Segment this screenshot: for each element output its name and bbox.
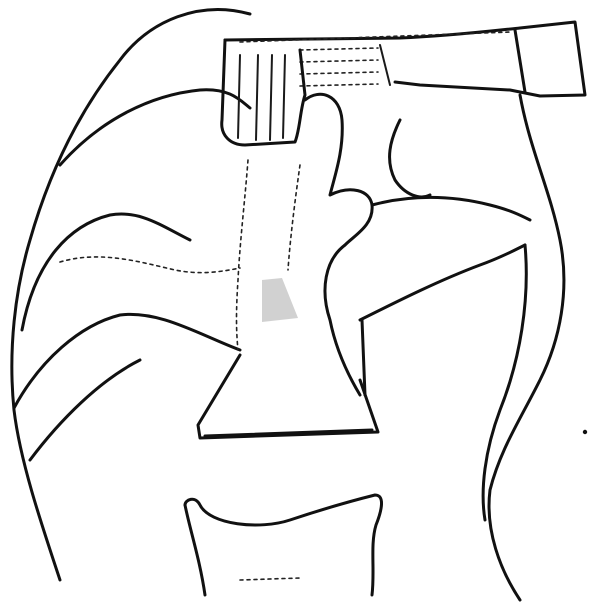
- lower-dots: [240, 578, 300, 580]
- lower-fold-line: [30, 360, 140, 460]
- middle-fold-line-2: [60, 257, 240, 273]
- bar-inner-line: [380, 45, 390, 85]
- right-form-top: [372, 198, 530, 221]
- bar-hatch: [300, 48, 378, 86]
- right-inner-contour: [483, 245, 526, 520]
- block-stripes: [238, 55, 285, 140]
- middle-fold-line-3: [14, 314, 240, 408]
- central-knob: [305, 94, 372, 245]
- central-stem-right: [288, 165, 300, 270]
- outer-left-contour: [12, 10, 250, 580]
- bar-end-line: [515, 30, 525, 92]
- right-form-curve: [360, 245, 525, 320]
- shaded-region: [262, 278, 298, 322]
- right-small-notch: [390, 120, 430, 197]
- middle-fold-line-1: [22, 214, 190, 330]
- right-outer-contour: [489, 95, 564, 600]
- lower-u-form: [185, 495, 382, 595]
- stray-dot: [583, 430, 587, 434]
- central-stem-left: [237, 160, 249, 350]
- bar-outline: [225, 22, 585, 96]
- block-outline: [222, 40, 305, 145]
- right-form-upper: [325, 245, 360, 395]
- cone-outline: [198, 355, 378, 438]
- lower-u-left-leg: [185, 505, 205, 595]
